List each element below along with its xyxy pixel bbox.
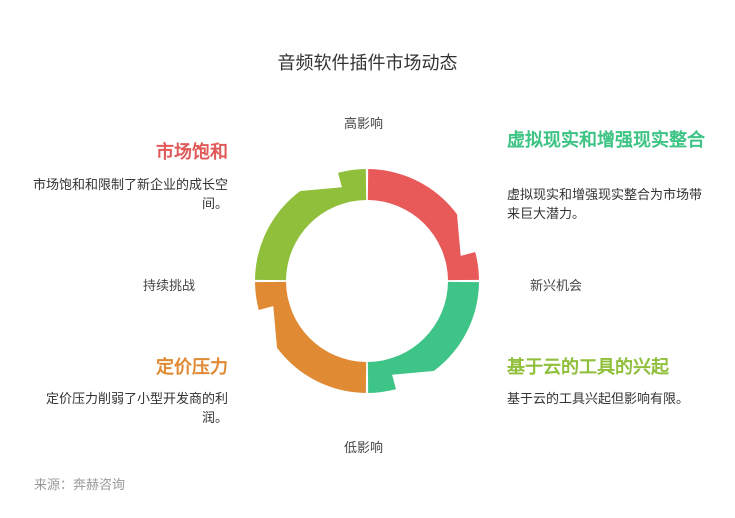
cycle-segment-top-right-notch	[456, 203, 481, 256]
page-title: 音频软件插件市场动态	[277, 53, 458, 74]
cycle-segment-bottom-left	[255, 281, 367, 393]
axis-left-label: 持续挑战	[143, 279, 196, 294]
axis-right-label: 新兴机会	[530, 279, 583, 294]
cycle-segment-top-left-notch	[289, 167, 342, 192]
cycle-segment-top-left-arrow	[274, 198, 360, 226]
quadrant-bottom-left-description: 定价压力削弱了小型开发商的利润。	[45, 392, 228, 426]
axis-bottom-label: 低影响	[344, 441, 384, 456]
quadrant-top-right-title: 虚拟现实和增强现实整合	[507, 130, 705, 151]
quadrant-bottom-right-description: 基于云的工具兴起但影响有限。	[507, 392, 690, 407]
quadrant-bottom-left-title: 定价压力	[156, 357, 228, 378]
cycle-segment-bottom-right-notch	[392, 370, 445, 395]
quadrant-top-right-description: 虚拟现实和增强现实整合为市场带来巨大潜力。	[507, 188, 703, 222]
cycle-segment-bottom-left-arrow	[284, 288, 312, 374]
quadrant-top-left-title: 市场饱和	[156, 142, 228, 163]
quadrant-top-left-description: 市场饱和和限制了新企业的成长空间。	[32, 178, 228, 212]
cycle-segment-bottom-right-arrow	[374, 336, 460, 364]
source-note: 来源：奔赫咨询	[34, 478, 126, 493]
axis-top-label: 高影响	[344, 117, 384, 132]
cycle-segment-bottom-left-notch	[253, 306, 278, 359]
cycle-segment-bottom-right	[367, 281, 479, 393]
cycle-segment-top-left	[255, 169, 367, 281]
quadrant-bottom-right-title: 基于云的工具的兴起	[507, 357, 669, 378]
cycle-segment-top-right-arrow	[422, 188, 450, 274]
cycle-segment-top-right	[367, 169, 479, 281]
